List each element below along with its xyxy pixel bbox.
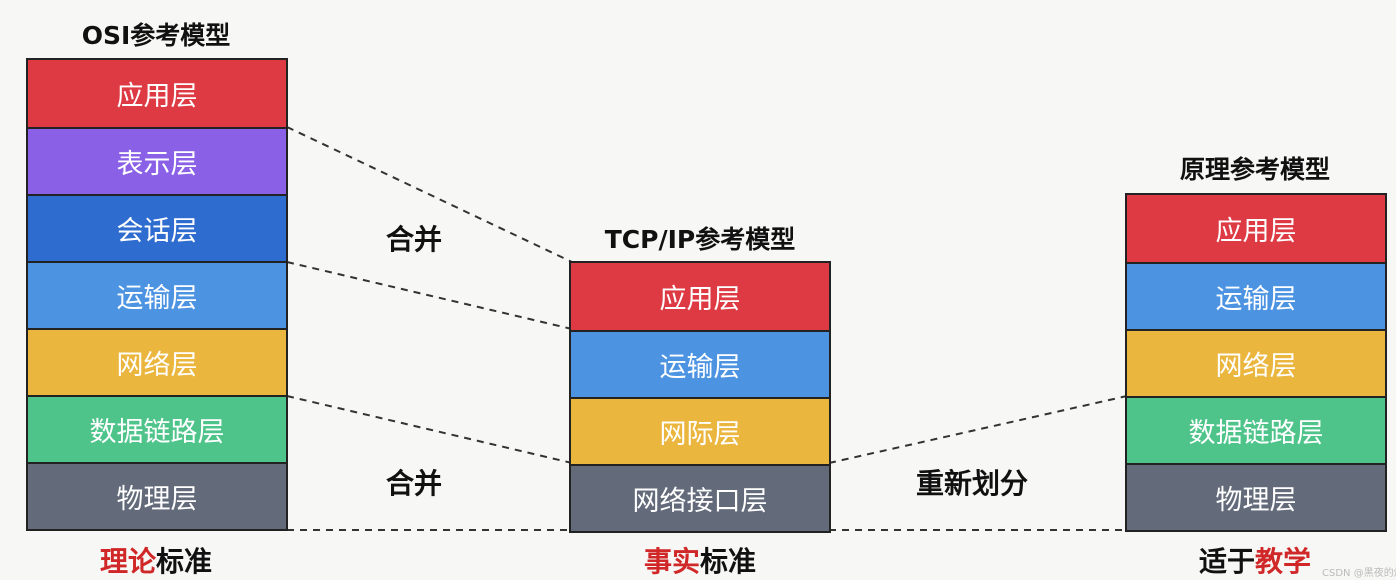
osi-layer-session: 会话层 [28, 194, 286, 261]
merge-label-bottom: 合并 [386, 467, 443, 500]
connector-osi-transport-to-tcp-app-bottom [286, 261, 573, 330]
connector-tcp-netif-top-to-principle-datalink [828, 395, 1128, 464]
osi-layer-network: 网络层 [28, 328, 286, 395]
principle-layer-network: 网络层 [1127, 329, 1385, 396]
tcpip-caption-emphasis: 事实 [643, 545, 700, 578]
tcpip-layer-transport: 运输层 [571, 330, 829, 397]
osi-layer-physical: 物理层 [28, 462, 286, 529]
connector-osi-presentation-to-tcp-app-top [286, 126, 573, 263]
principle-layer-physical: 物理层 [1127, 463, 1385, 530]
redivide-label: 重新划分 [916, 467, 1029, 500]
osi-caption-emphasis: 理论 [99, 545, 156, 578]
tcpip-model-title: TCP/IP参考模型 [604, 225, 796, 254]
principle-model-stack: 应用层 运输层 网络层 数据链路层 物理层 [1125, 193, 1387, 532]
osi-model-title: OSI参考模型 [81, 21, 231, 50]
tcpip-layer-network-interface: 网络接口层 [571, 464, 829, 531]
osi-layer-application: 应用层 [28, 60, 286, 127]
principle-caption-emphasis: 教学 [1255, 545, 1312, 578]
principle-caption: 适于教学 [1126, 540, 1384, 580]
osi-caption: 理论标准 [27, 540, 285, 580]
osi-model-stack: 应用层 表示层 会话层 运输层 网络层 数据链路层 物理层 [26, 58, 288, 531]
watermark: CSDN @黑夜的烟 [1322, 568, 1396, 579]
tcpip-layer-internet: 网际层 [571, 397, 829, 464]
osi-caption-rest: 标准 [156, 545, 213, 578]
principle-layer-application: 应用层 [1127, 195, 1385, 262]
principle-layer-datalink: 数据链路层 [1127, 396, 1385, 463]
connector-osi-datalink-to-tcp-netif-top [286, 395, 573, 464]
osi-layer-transport: 运输层 [28, 261, 286, 328]
tcpip-caption-rest: 标准 [700, 545, 757, 578]
osi-layer-datalink: 数据链路层 [28, 395, 286, 462]
merge-label-top: 合并 [386, 223, 443, 256]
tcpip-layer-application: 应用层 [571, 263, 829, 330]
osi-layer-presentation: 表示层 [28, 127, 286, 194]
principle-model-title: 原理参考模型 [1179, 155, 1330, 184]
principle-layer-transport: 运输层 [1127, 262, 1385, 329]
tcpip-model-stack: 应用层 运输层 网际层 网络接口层 [569, 261, 831, 533]
principle-caption-plain: 适于 [1198, 545, 1255, 578]
tcpip-caption: 事实标准 [570, 540, 830, 580]
